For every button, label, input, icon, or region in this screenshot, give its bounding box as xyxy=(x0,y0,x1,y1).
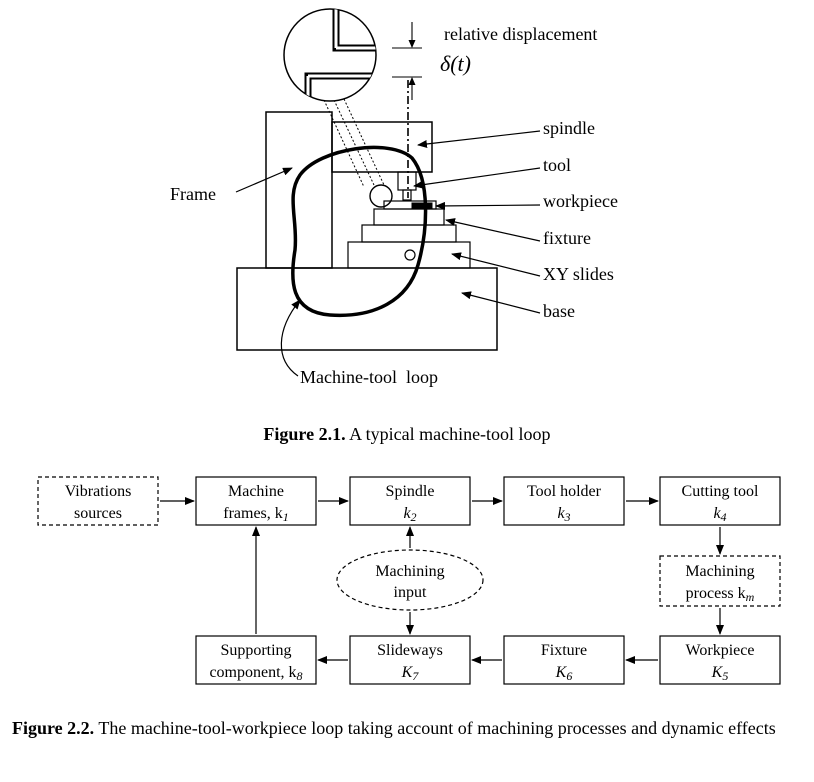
figure-2-2-text: The machine-tool-workpiece loop taking a… xyxy=(94,718,776,738)
process-line2: process km xyxy=(686,585,755,604)
machine-tool-loop xyxy=(290,145,428,318)
block-spindle xyxy=(349,476,471,526)
label-tool: tool xyxy=(543,155,571,175)
fixture-block xyxy=(373,208,445,226)
block-machining-process xyxy=(659,555,781,607)
block-supporting xyxy=(195,635,317,685)
slide-knob xyxy=(404,249,416,261)
xy-slides-leader xyxy=(451,252,541,277)
frames-line1: Machine xyxy=(228,483,284,500)
workpiece-line2: K5 xyxy=(711,664,729,683)
figure-2-1-caption: Figure 2.1. A typical machine-tool loop xyxy=(0,423,814,445)
block-fixture xyxy=(503,635,625,685)
label-base: base xyxy=(543,301,575,321)
fixture-line1: Fixture xyxy=(541,642,587,659)
block-vibrations xyxy=(37,476,159,526)
block-tool-holder xyxy=(503,476,625,526)
label-xy-slides: XY slides xyxy=(543,264,614,284)
label-machine-tool-loop: Machine-tool loop xyxy=(300,367,438,387)
fixture-line2: K6 xyxy=(555,664,573,683)
fixture-leader xyxy=(445,218,541,242)
base-leader xyxy=(461,291,541,314)
loop-leader xyxy=(280,299,301,377)
slideways-line1: Slideways xyxy=(377,642,443,659)
supporting-line1: Supporting xyxy=(220,642,291,659)
base-block xyxy=(236,267,498,351)
frame-column xyxy=(265,111,333,269)
cutting-line2: k4 xyxy=(713,505,726,524)
process-line1: Machining xyxy=(685,563,754,580)
label-relative-displacement: relative displacement xyxy=(444,24,597,44)
input-line1: Machining xyxy=(375,563,444,580)
block-machining-input xyxy=(336,549,484,611)
spindle-line2: k2 xyxy=(403,505,416,524)
label-spindle: spindle xyxy=(543,118,595,138)
figure-2-1-number: Figure 2.1. xyxy=(263,424,346,444)
spindle-head xyxy=(331,121,433,173)
label-workpiece: workpiece xyxy=(543,191,618,211)
vibrations-line1: Vibrations xyxy=(65,483,132,500)
machine-tool-diagram xyxy=(235,8,541,377)
figure-2-2-caption: Figure 2.2. The machine-tool-workpiece l… xyxy=(12,717,808,739)
magnified-detail xyxy=(283,8,377,102)
label-fixture: fixture xyxy=(543,228,591,248)
spindle-nose xyxy=(397,171,417,191)
toolholder-line1: Tool holder xyxy=(527,483,602,500)
cutting-line1: Cutting tool xyxy=(682,483,759,500)
input-line2: input xyxy=(394,584,427,601)
spindle-leader xyxy=(417,130,541,148)
supporting-line2: component, k8 xyxy=(209,664,302,683)
workpiece-line1: Workpiece xyxy=(686,642,755,659)
workpiece-leader xyxy=(435,201,541,210)
xy-slide-lower xyxy=(347,241,471,269)
block-workpiece xyxy=(659,635,781,685)
frame-leader xyxy=(235,167,293,193)
slideways-line2: K7 xyxy=(401,664,420,683)
figure-2-2-number: Figure 2.2. xyxy=(12,718,95,738)
figure-2-1-text: A typical machine-tool loop xyxy=(345,424,551,444)
frames-line2: frames, k1 xyxy=(223,505,289,524)
tool-body xyxy=(402,189,412,201)
loop-block-diagram xyxy=(37,476,781,685)
probe-ball xyxy=(369,184,393,208)
label-frame: Frame xyxy=(170,184,216,204)
label-delta: δ(t) xyxy=(440,51,471,76)
block-slideways xyxy=(349,635,471,685)
xy-slide-upper xyxy=(361,224,457,243)
tool-leader xyxy=(413,167,541,189)
block-machine-frames xyxy=(195,476,317,526)
workpiece-inner xyxy=(411,202,433,209)
vibrations-line2: sources xyxy=(74,505,122,522)
toolholder-line2: k3 xyxy=(557,505,570,524)
block-cutting-tool xyxy=(659,476,781,526)
spindle-line1: Spindle xyxy=(386,483,435,500)
